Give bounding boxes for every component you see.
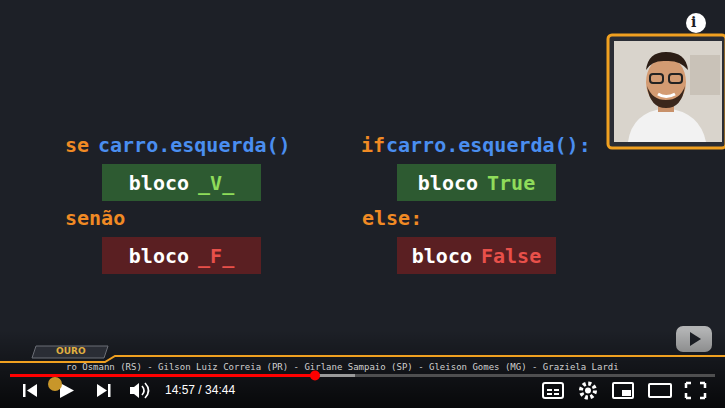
keyword-se: se (65, 133, 89, 157)
code-block-box: bloco False (397, 237, 556, 274)
code-block-box: bloco True (397, 164, 556, 201)
time-display: 14:57 / 34:44 (165, 383, 235, 397)
info-icon: i (691, 14, 696, 30)
code-block-box: bloco _F_ (102, 237, 261, 274)
ticker-line (0, 356, 725, 362)
block-value: False (481, 244, 541, 268)
block-keyword: bloco (129, 171, 189, 195)
block-value: True (487, 171, 535, 195)
code-block-box: bloco _V_ (102, 164, 261, 201)
block-value: _F_ (198, 244, 234, 268)
block-keyword: bloco (418, 171, 478, 195)
info-circle (686, 13, 706, 33)
rank-badge (32, 346, 108, 358)
condition-call: carro.esquerda() (98, 133, 291, 157)
keyword-senao: senão (65, 206, 125, 230)
ticker-text: ro Osmann (RS) - Gilson Luiz Correia (PR… (66, 362, 619, 372)
block-value: _V_ (198, 171, 234, 195)
progress-bar (10, 374, 315, 377)
progress-track (10, 374, 715, 377)
block-keyword: bloco (412, 244, 472, 268)
keyword-if: if (361, 133, 385, 157)
buffer-bar (10, 374, 355, 377)
condition-call: carro.esquerda(): (386, 133, 591, 157)
block-keyword: bloco (129, 244, 189, 268)
keyword-else: else: (362, 206, 422, 230)
player-controls (23, 383, 705, 398)
medal-icon (48, 377, 62, 391)
webcam-frame (608, 35, 725, 148)
rank-label: OURO (56, 346, 86, 356)
